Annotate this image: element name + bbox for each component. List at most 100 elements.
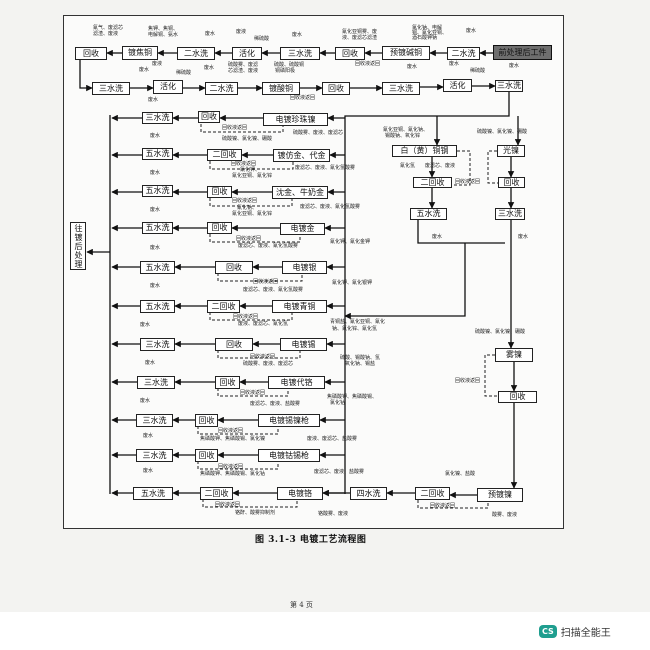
process-step-box: 二水洗 [205, 82, 238, 95]
flow-annotation: 废水 [148, 97, 159, 103]
connector-line [344, 243, 466, 320]
process-step-box: 四水洗 [350, 487, 387, 500]
process-step-box: 回收 [207, 186, 232, 198]
process-step-box: 三水洗 [382, 82, 420, 95]
process-step-box: 雾镍 [495, 348, 533, 362]
process-step-box: 五水洗 [133, 487, 173, 500]
process-step-box: 镀焦铜 [122, 46, 158, 60]
process-step-box: 三水洗 [140, 338, 175, 351]
flow-annotation: 回收液返回 [233, 314, 259, 320]
process-step-box: 五水洗 [142, 185, 173, 197]
flow-annotation: 废滤芯、废液、盐酸雾 [250, 401, 301, 407]
process-step-box: 电镀珍珠镍 [263, 113, 328, 126]
process-step-box: 预镀碱铜 [382, 46, 430, 60]
flow-annotation: 氰化亚铜、氰化锌 [232, 173, 273, 179]
figure-caption: 图 3.1-3 电镀工艺流程图 [255, 535, 367, 545]
process-step-box: 电镀锡镍枪 [258, 414, 320, 427]
flow-annotation: 废液、废滤芯、盐酸雾 [307, 436, 358, 442]
flow-annotation: 硫酸雾、废滤 [228, 62, 259, 68]
connector-line [452, 150, 471, 186]
process-step-box: 二水洗 [447, 47, 480, 60]
process-step-box: 光镍 [497, 145, 525, 157]
process-step-box: 回收 [195, 414, 218, 427]
flow-annotation: 废水 [518, 234, 529, 240]
flow-annotation: 焦磷酸钾、焦磷酸锡、氯化钴 [200, 471, 266, 477]
connector-line [484, 354, 498, 397]
flow-annotation: 硫酸、硫酸铜 [274, 62, 305, 68]
process-step-box: 二回收 [207, 300, 240, 313]
flow-annotation: 废水 [150, 283, 161, 289]
flow-annotation: 废液 [152, 61, 163, 67]
flow-annotation: 焦磷酸钾、焦磷酸锡、 [327, 394, 378, 400]
flow-annotation: 废水 [150, 207, 161, 213]
flow-annotation: 废水 [143, 468, 154, 474]
page-number: 第 4 页 [290, 601, 313, 609]
process-step-box: 镀酸铜 [262, 82, 300, 95]
flow-annotation: 废水 [143, 433, 154, 439]
flow-annotation: 废水 [150, 170, 161, 176]
flow-annotation: 氰化亚铜雾、废 [342, 29, 378, 35]
flow-annotation: 回收液返回 [240, 390, 266, 396]
flow-annotation: 硫酸镍、氯化镍、硼酸 [475, 329, 526, 335]
process-step-box: 五水洗 [140, 300, 175, 313]
flow-annotation: 回收液返回 [253, 279, 279, 285]
flow-annotation: 回收液返回 [455, 378, 481, 384]
process-step-box: 活化 [153, 80, 183, 94]
process-step-box: 回收 [207, 222, 232, 234]
process-step-box: 回收 [198, 111, 220, 123]
flow-annotation: 焦钾、焦铜、 [148, 26, 179, 32]
flow-annotation: 稀硫酸 [176, 70, 192, 76]
flow-annotation: 铬酸雾、废液 [318, 511, 349, 517]
flow-annotation: 废水 [432, 234, 443, 240]
process-step-box: 电镀铬 [277, 487, 323, 500]
process-step-box: 二水洗 [177, 47, 215, 60]
process-step-box: 电镀金 [280, 223, 325, 235]
flow-annotation: 废液、废滤芯、氰化氢 [238, 321, 289, 327]
connector-line [217, 273, 303, 282]
flow-annotation: 废水 [150, 133, 161, 139]
flow-annotation: 废液 [236, 29, 247, 35]
connector-line [197, 461, 279, 470]
flow-annotation: 氰化亚铜、氰化钠、 [383, 127, 429, 133]
flow-annotation: 氰化氢 [400, 163, 416, 169]
process-step-box: 回收 [498, 177, 525, 188]
flow-annotation: 硫酸镍、氯化镍、硼酸 [477, 129, 528, 135]
flow-annotation: 硫酸镍、氯化镍、硼酸 [222, 136, 273, 142]
flow-annotation: 氯化钠、电解 [412, 25, 443, 31]
flow-annotation: 滤渣、废液 [93, 31, 119, 37]
flow-annotation: 氯化镍、盐酸 [445, 471, 476, 477]
process-step-box: 二回收 [413, 177, 452, 188]
flow-annotation: 锡酸钠、氧化锌 [385, 133, 421, 139]
flow-annotation: 酸雾、废液 [492, 512, 518, 518]
process-step-box: 三水洗 [495, 208, 525, 220]
process-step-box: 沈金、牛奶金 [272, 186, 328, 199]
flow-annotation: 回收液返回 [215, 502, 241, 508]
connector-line [79, 60, 93, 92]
flow-annotation: 电解铜、氨水 [148, 32, 179, 38]
flow-annotation: 废水 [140, 398, 151, 404]
process-step-box: 回收 [195, 449, 218, 462]
process-step-box: 五水洗 [142, 148, 173, 160]
connector-line [344, 92, 510, 494]
process-step-box: 活化 [232, 47, 262, 60]
process-step-box: 预镀镍 [477, 488, 523, 502]
process-step-box: 镀仿金、代金 [273, 149, 330, 162]
process-step-box: 活化 [443, 79, 472, 92]
connector-line [217, 388, 289, 397]
flow-annotation: 废水 [509, 63, 520, 69]
flow-annotation: 废滤芯、废液、盐酸雾 [314, 469, 365, 475]
connector-line [417, 500, 489, 509]
flow-annotation: 回收液返回 [222, 125, 248, 131]
process-step-box: 五水洗 [142, 222, 173, 234]
flow-annotation: 废水 [204, 65, 215, 71]
connector-line [487, 150, 498, 184]
process-step-box: 回收 [335, 47, 365, 60]
connector-line [202, 499, 298, 508]
flow-annotation: 青铜盐、氰化亚铜、氰化 [330, 319, 386, 325]
flow-annotation: 氰化钾、 [240, 167, 261, 173]
process-step-box: 回收 [75, 47, 107, 60]
flow-annotation: 废滤芯、废液、氰化氢酸雾 [238, 243, 299, 249]
watermark-text: 扫描全能王 [560, 628, 611, 639]
flow-annotation: 铬酐、酸雾抑制剂 [235, 510, 276, 516]
flow-annotation: 回收液返回 [231, 161, 257, 167]
